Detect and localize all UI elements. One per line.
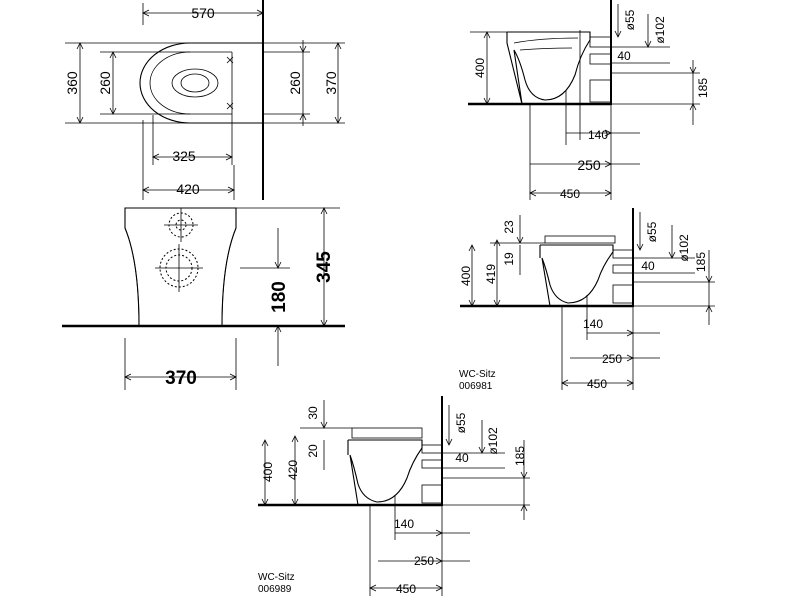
side-view-3: 30 20 400 420 ø55 ø102 40 185 140 [258, 396, 530, 596]
dim-d1-140-1: 140 [588, 128, 608, 142]
dim-height-400-1: 400 [473, 58, 487, 78]
dim-seat-height-420: 420 [286, 460, 300, 480]
dim-outlet-55-2: ø55 [645, 221, 659, 242]
dim-drain-height-185-3: 185 [513, 446, 527, 466]
dim-d3-450-2: 450 [587, 377, 607, 391]
dim-d3-450-3: 450 [396, 582, 416, 596]
dim-drain-height-185-2: 185 [694, 252, 708, 272]
dim-outlet-55-1: ø55 [623, 9, 637, 30]
dim-right-inner-260: 260 [287, 71, 303, 95]
dim-rim-325: 325 [172, 148, 196, 164]
bowl-opening [171, 68, 219, 98]
wc-seat-2 [544, 235, 616, 244]
front-view: 345 180 370 [62, 207, 345, 390]
dim-seat-gap-23: 23 [502, 220, 516, 234]
dim-d3-450-1: 450 [560, 187, 580, 201]
dim-offset-40-2: 40 [641, 259, 655, 273]
dim-inner-width-260: 260 [97, 71, 113, 95]
dim-height-345: 345 [314, 251, 335, 283]
side-view-2: 23 19 400 419 ø55 ø102 40 185 140 [459, 208, 715, 392]
side-view-1: ø55 ø102 40 185 400 140 250 450 [468, 0, 710, 201]
top-view: 570 360 260 260 370 325 [64, 0, 345, 200]
dim-height-400-3: 400 [261, 462, 275, 482]
dim-drain-102-1: ø102 [653, 16, 667, 44]
dim-drain-height-185-1: 185 [696, 78, 710, 98]
dim-base-420: 420 [176, 181, 200, 197]
dim-seat-gap-30: 30 [306, 406, 320, 420]
bowl-drain-top [180, 73, 210, 93]
dim-d2-250-1: 250 [577, 157, 601, 173]
dim-right-outer-370: 370 [323, 71, 339, 95]
dim-outer-width-360: 360 [64, 71, 80, 95]
dim-outlet-180: 180 [269, 281, 290, 313]
dim-seat-height-419: 419 [484, 264, 498, 284]
dim-d2-250-2: 250 [602, 352, 622, 366]
mount-cross [226, 56, 234, 110]
bowl-outline-top [139, 42, 263, 124]
dim-drain-102-3: ø102 [486, 427, 500, 455]
dim-drain-102-2: ø102 [677, 234, 691, 262]
dim-d1-140-3: 140 [394, 517, 414, 531]
dim-d1-140-2: 140 [583, 317, 603, 331]
dim-height-400-2: 400 [459, 266, 473, 286]
seat-name-label-2: WC-Sitz [459, 369, 496, 380]
side-body-1 [506, 31, 591, 105]
dim-d2-250-3: 250 [414, 554, 434, 568]
dim-depth-570: 570 [191, 5, 215, 21]
wc-seat-3 [351, 427, 423, 439]
dim-offset-40-3: 40 [455, 451, 469, 465]
dim-seat-thk-19: 19 [502, 252, 516, 266]
dim-offset-40-1: 40 [617, 49, 631, 63]
seat-code-label-3: 006989 [258, 584, 292, 595]
bowl-inner-top [149, 51, 232, 115]
side-body-3 [347, 439, 423, 506]
side-body-2 [539, 244, 614, 307]
seat-code-label-2: 006981 [459, 381, 493, 392]
seat-name-label-3: WC-Sitz [258, 572, 295, 583]
dim-seat-thk-20: 20 [306, 444, 320, 458]
dim-outlet-55-3: ø55 [454, 412, 468, 433]
dim-base-width-370: 370 [165, 368, 197, 389]
front-body-outline [124, 207, 237, 327]
